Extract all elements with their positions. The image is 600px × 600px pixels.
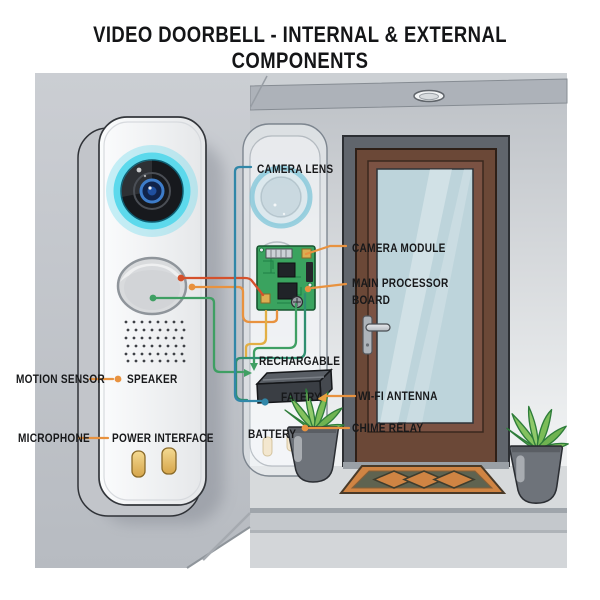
camera-module-connector — [265, 248, 293, 259]
wire-red — [179, 276, 265, 297]
label-power-interface: POWER INTERFACE — [112, 431, 214, 445]
label-chime-relay: CHIME RELAY — [352, 421, 424, 435]
doorbell-button[interactable] — [116, 256, 188, 316]
label-camera-module: CAMERA MODULE — [352, 241, 446, 255]
leader-markers — [114, 274, 327, 432]
ceiling-light — [413, 89, 445, 103]
power-buttons[interactable] — [131, 447, 177, 478]
ceiling — [250, 73, 567, 86]
wire-green-2 — [252, 302, 298, 366]
door-handle — [362, 315, 391, 355]
battery-pack — [255, 368, 333, 404]
door-glass — [376, 168, 474, 424]
wire-yellow — [244, 309, 268, 359]
label-main-processor-board: MAIN PROCESSOR BOARD — [352, 276, 449, 308]
wire-blue — [233, 165, 263, 403]
speaker-grille — [124, 320, 186, 363]
ghost-camera-lens — [249, 165, 313, 229]
label-battery: BATTERY — [248, 427, 297, 441]
wire-green-1 — [151, 296, 245, 374]
page-title: VIDEO DOORBELL - INTERNAL & EXTERNAL COM… — [93, 22, 507, 73]
label-speaker: SPEAKER — [127, 372, 178, 386]
video-doorbell — [77, 116, 207, 517]
label-wifi-antenna: WI-FI ANTENNA — [358, 389, 438, 403]
wire-orange — [190, 285, 279, 324]
doormat — [338, 465, 507, 494]
leader-camera-module — [304, 244, 348, 256]
camera-lens-ring — [106, 145, 198, 237]
label-microphone: MICROPHONE — [18, 431, 90, 445]
label-motion-sensor: MOTION SENSOR — [16, 372, 105, 386]
label-camera-lens: CAMERA LENS — [257, 162, 334, 176]
label-rechargable: RECHARGABLE — [259, 354, 341, 368]
wires — [151, 165, 307, 403]
circuit-board — [256, 245, 316, 311]
label-fatery: FATERY — [281, 390, 322, 404]
leader-main-board — [310, 282, 348, 290]
front-door — [342, 135, 510, 469]
porch — [249, 73, 570, 568]
wire-teal — [234, 292, 307, 402]
processor-chip — [277, 262, 296, 278]
leader-lines — [77, 244, 357, 440]
